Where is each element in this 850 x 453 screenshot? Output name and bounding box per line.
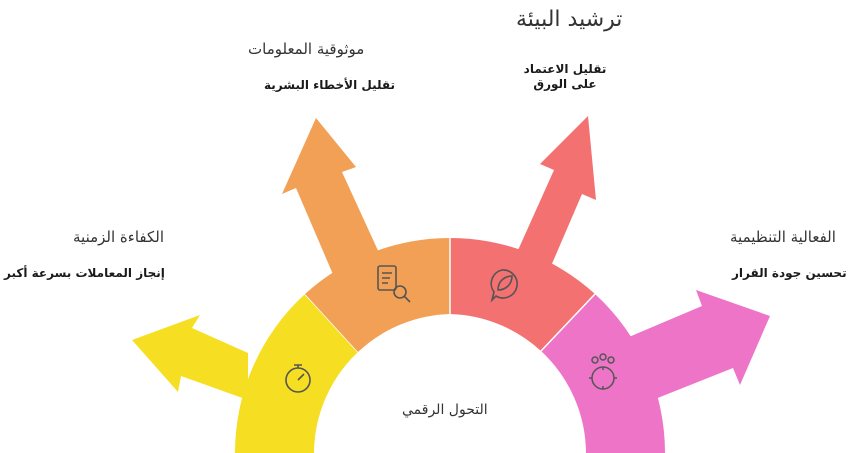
segment-subtitle-information: تقليل الأخطاء البشرية <box>264 78 396 92</box>
segment-subtitle-organizational: تحسين جودة القرار <box>732 266 847 280</box>
stopwatch-icon <box>285 364 311 393</box>
segment-environment <box>449 116 596 351</box>
segment-organizational <box>540 290 770 453</box>
segment-information-reliability <box>282 118 450 352</box>
segment-title-organizational: الفعالية التنظيمية <box>730 228 836 246</box>
team-gear-icon <box>589 353 617 390</box>
segment-title-time: الكفاءة الزمنية <box>73 228 165 246</box>
leaf-chat-icon <box>490 269 518 303</box>
center-label: التحول الرقمي <box>402 402 488 418</box>
segment-subtitle-time: إنجاز المعاملات بسرعة أكبر <box>4 266 165 280</box>
document-search-icon <box>377 265 411 303</box>
segment-time-efficiency <box>132 293 359 453</box>
segment-title-information: موثوقية المعلومات <box>248 40 365 58</box>
segment-title-environment: ترشيد البيئة <box>516 7 623 32</box>
segment-subtitle-environment: تقليل الاعتماد على الورق <box>523 62 607 91</box>
